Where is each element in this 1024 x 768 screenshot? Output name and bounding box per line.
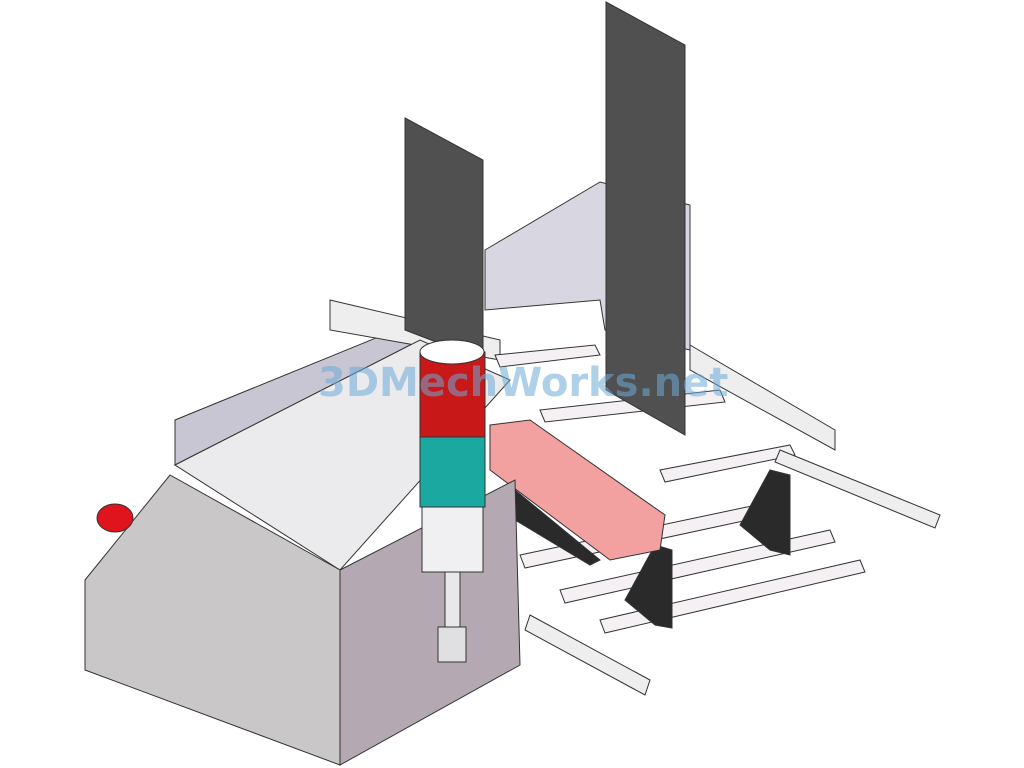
tower-light-base — [421, 506, 484, 573]
roller — [494, 344, 601, 368]
tower-light-green — [419, 436, 486, 508]
front-rail-right — [774, 449, 941, 529]
front-rail-left — [524, 614, 651, 696]
tower-light-pole — [444, 571, 461, 628]
tower-light-mount — [437, 626, 467, 663]
roller — [559, 529, 836, 604]
roller — [659, 444, 796, 483]
left-guide-panel — [404, 117, 484, 361]
belt-conveyor — [489, 419, 666, 561]
emergency-stop-button[interactable] — [96, 503, 134, 533]
right-rail — [689, 344, 836, 451]
support-bracket — [739, 469, 791, 556]
right-guide-panel — [605, 1, 686, 436]
tower-light-cap — [419, 339, 485, 365]
support-bracket — [624, 544, 673, 629]
tower-light-red — [419, 351, 486, 438]
